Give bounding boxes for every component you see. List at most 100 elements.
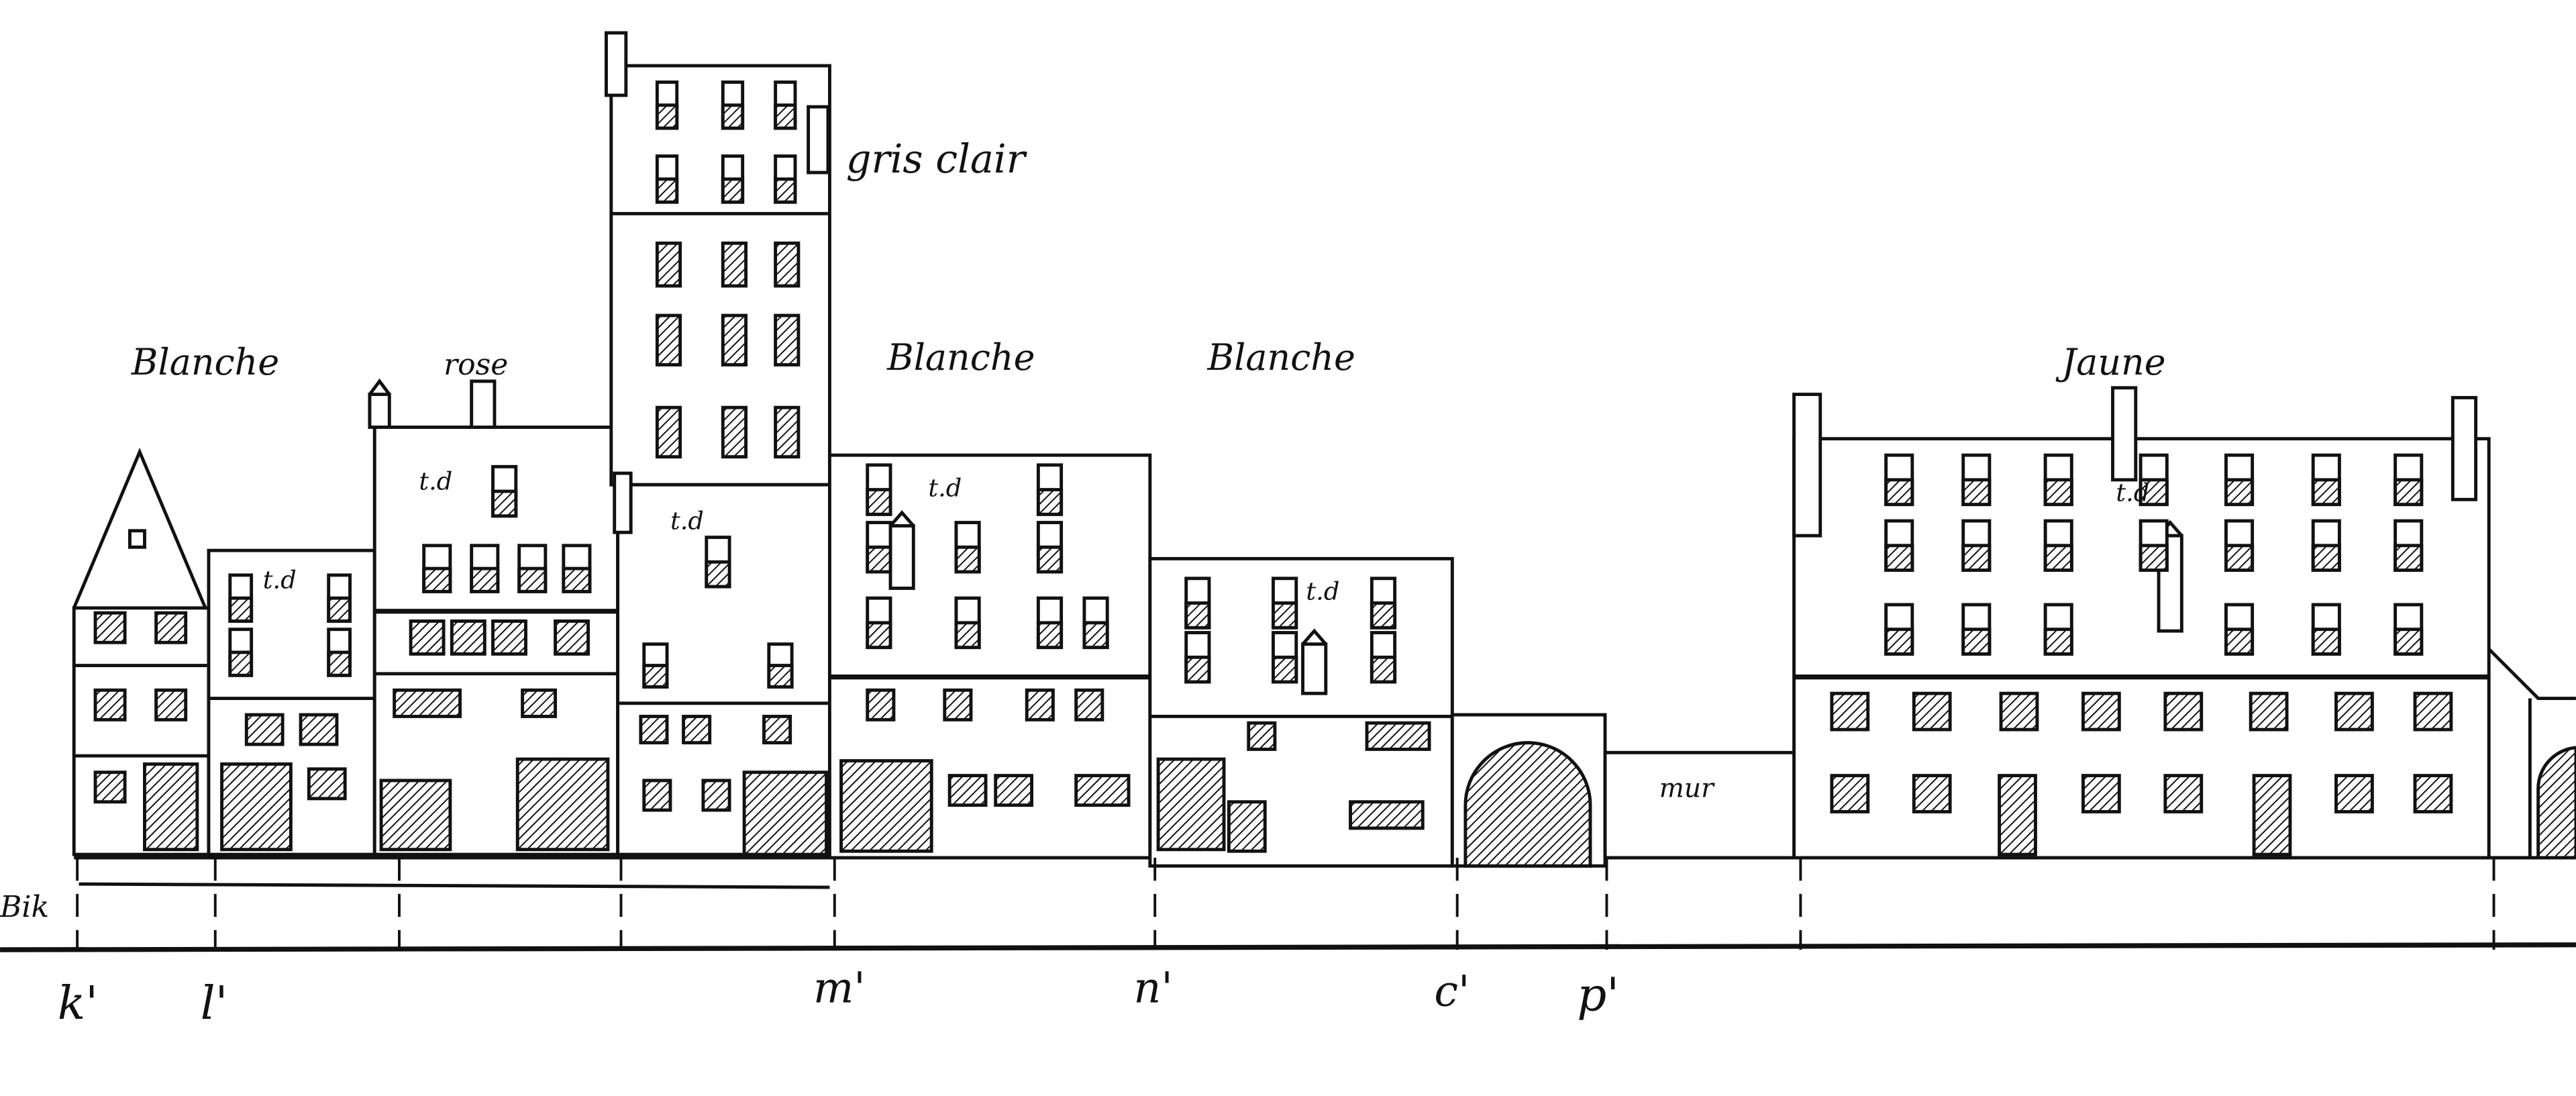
window: [655, 241, 682, 288]
window-shutter: [517, 566, 548, 593]
color-note-m: Blanche: [886, 336, 1035, 379]
roof-note: t.d: [2116, 479, 2149, 507]
window-shutter: [1370, 601, 1397, 630]
door: [839, 759, 933, 853]
window-shutter: [228, 650, 254, 677]
window-shutter: [2393, 628, 2424, 656]
window-shutter: [562, 566, 592, 593]
window: [2413, 691, 2453, 732]
window-shutter: [1272, 655, 1298, 684]
window-shutter: [228, 596, 254, 623]
window-shutter: [2393, 544, 2424, 572]
window-shutter: [1036, 488, 1064, 516]
boundary-wall: [1603, 750, 1801, 860]
window: [1830, 774, 1870, 813]
window: [2413, 774, 2453, 813]
window-shutter: [954, 621, 981, 650]
point-label: k': [58, 977, 98, 1030]
window: [994, 774, 1034, 807]
window: [299, 713, 339, 746]
roof-note: t.d: [670, 506, 704, 535]
window-shutter: [1884, 628, 1914, 656]
door: [1227, 800, 1267, 853]
window-shutter: [767, 664, 794, 689]
window-shutter: [422, 566, 452, 593]
window: [866, 688, 896, 721]
window: [774, 241, 801, 288]
window-shutter: [705, 560, 731, 589]
window-shutter: [866, 621, 892, 650]
window: [409, 619, 446, 656]
window: [2163, 774, 2204, 813]
window: [1912, 691, 1952, 732]
window: [2334, 774, 2374, 813]
point-label: p': [1577, 968, 1619, 1022]
window-shutter: [642, 664, 669, 689]
window: [943, 688, 973, 721]
window: [762, 715, 792, 745]
point-label: c': [1434, 966, 1470, 1016]
window-shutter: [2311, 478, 2341, 507]
window-shutter: [2311, 628, 2341, 656]
color-note-rose: rose: [444, 348, 508, 382]
window: [639, 715, 669, 745]
wall-note: mur: [1659, 773, 1715, 803]
roof-note: t.d: [263, 565, 297, 594]
window-shutter: [1961, 478, 1992, 507]
window-shutter: [2043, 628, 2073, 656]
window: [2163, 691, 2204, 732]
garage-door: [220, 762, 293, 852]
window-shutter: [1961, 544, 1992, 572]
window: [1830, 691, 1870, 732]
window-shutter: [1370, 655, 1397, 684]
window-shutter: [2043, 544, 2073, 572]
window-shutter: [774, 103, 797, 130]
door: [515, 757, 610, 852]
arch-wall: [1450, 713, 1607, 868]
damaged-area: [379, 779, 452, 852]
window-shutter: [1184, 655, 1211, 684]
color-note-large: Jaune: [2055, 341, 2166, 383]
window-shutter: [491, 489, 518, 518]
window-shutter: [655, 103, 679, 130]
roof-note: t.d: [928, 473, 962, 502]
window: [1074, 774, 1131, 807]
window: [721, 405, 748, 459]
window: [93, 770, 127, 804]
window: [2081, 774, 2121, 813]
roof-note: t.d: [419, 467, 452, 496]
left-note: Bik: [0, 890, 49, 924]
window: [450, 619, 486, 656]
window-shutter: [655, 177, 679, 204]
window-shutter: [2139, 478, 2169, 507]
window-shutter: [866, 545, 892, 574]
window-shutter: [2043, 478, 2073, 507]
window: [244, 713, 285, 746]
window: [1365, 721, 1431, 751]
window-shutter: [327, 596, 352, 623]
window-shutter: [721, 103, 745, 130]
window: [1025, 688, 1055, 721]
window: [307, 767, 347, 801]
window: [701, 779, 731, 812]
window: [1247, 721, 1277, 751]
window: [154, 688, 188, 721]
window-shutter: [1082, 621, 1109, 650]
window-shutter: [1036, 545, 1064, 574]
window: [682, 715, 712, 745]
window: [642, 779, 672, 812]
attic-window: [128, 529, 146, 549]
window-shutter: [1272, 601, 1298, 630]
window-shutter: [470, 566, 500, 593]
window: [947, 774, 988, 807]
window: [491, 619, 527, 656]
roof-note: t.d: [1306, 577, 1339, 606]
point-label: n': [1133, 963, 1172, 1013]
window-shutter: [2311, 544, 2341, 572]
window-shutter: [2224, 628, 2255, 656]
window-shutter: [1036, 621, 1064, 650]
window: [2081, 691, 2121, 732]
door: [742, 770, 828, 856]
sidewalk-line: [79, 882, 830, 889]
